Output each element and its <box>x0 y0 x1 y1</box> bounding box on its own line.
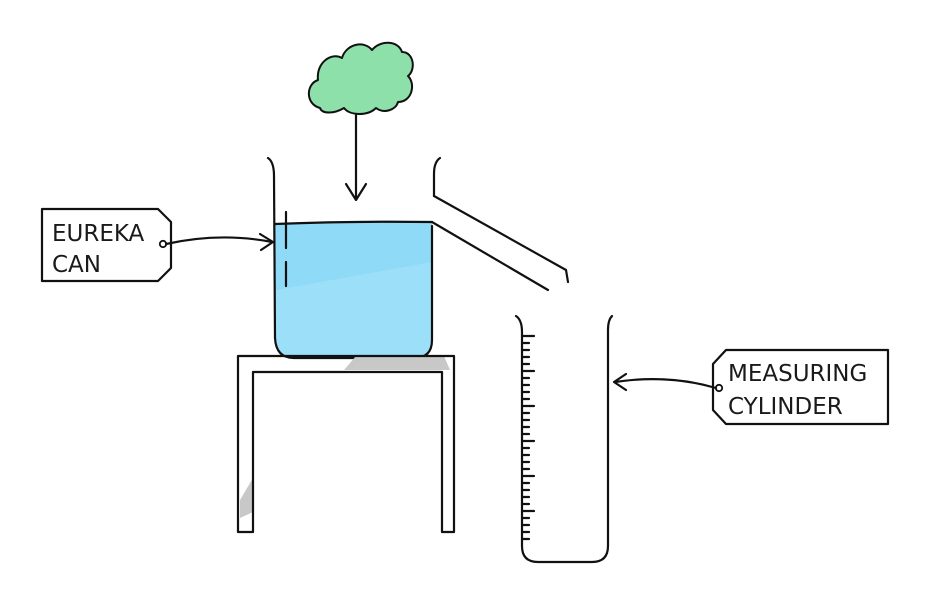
down-arrow-icon <box>344 112 368 202</box>
cylinder-pointer-line <box>613 377 718 390</box>
cylinder-pointer-arrowhead <box>612 372 628 392</box>
spout <box>430 194 570 292</box>
eureka-pointer-line <box>164 236 274 246</box>
eureka-can-label-tag: EUREKA CAN <box>40 207 275 283</box>
cylinder-label-line2: CYLINDER <box>728 394 843 420</box>
water-shade <box>276 262 432 358</box>
cylinder-scale <box>520 334 536 541</box>
stand <box>236 354 456 534</box>
eureka-pointer-arrowhead <box>258 232 275 252</box>
eureka-label-line2: CAN <box>52 252 101 278</box>
cloud-shaped-object-icon <box>307 41 414 115</box>
eureka-can-rim <box>432 156 442 198</box>
water-surface <box>273 220 434 226</box>
eureka-can <box>266 156 434 360</box>
measuring-cylinder <box>514 314 614 564</box>
cylinder-label-line1: MEASURING <box>728 361 867 387</box>
eureka-label-line1: EUREKA <box>52 221 145 247</box>
measuring-cylinder-label-tag: MEASURING CYLINDER <box>612 348 890 426</box>
